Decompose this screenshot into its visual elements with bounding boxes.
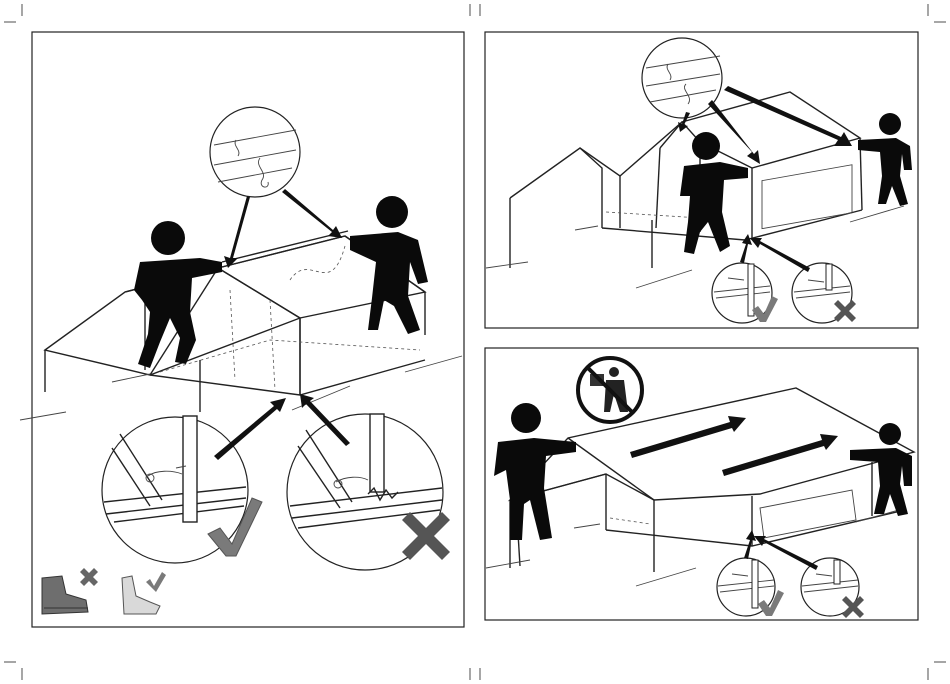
magnifier-detail-icon: [210, 107, 300, 197]
arrow-icon: [224, 189, 342, 268]
panel-left: [20, 32, 464, 627]
person-icon: [494, 403, 576, 540]
tent-canopy: [486, 388, 914, 586]
no-lifting-sign-icon: [578, 358, 642, 422]
panel-top-right: [485, 32, 918, 328]
check-icon: [146, 572, 166, 592]
person-icon: [850, 423, 912, 516]
person-icon: [350, 196, 428, 334]
panel-bottom-right: [485, 348, 918, 620]
person-icon: [858, 113, 912, 206]
person-icon: [680, 132, 748, 254]
cross-icon: [80, 568, 98, 586]
person-icon: [134, 221, 222, 368]
bare-foot-icon: [122, 576, 160, 614]
arrow-icon: [630, 416, 838, 476]
